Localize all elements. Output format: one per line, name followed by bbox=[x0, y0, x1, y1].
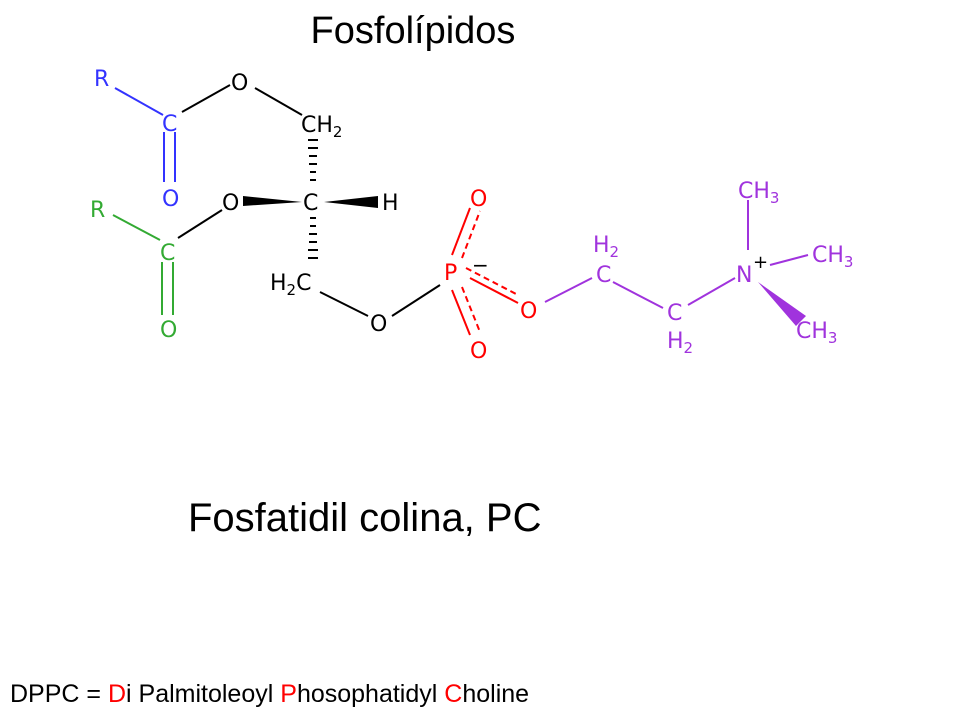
acyl-chain-1 bbox=[114, 87, 176, 182]
bond-c2-o-ester bbox=[177, 209, 223, 239]
atom-ch2-top: CH2 bbox=[301, 113, 342, 141]
bond-o-ch2 bbox=[254, 87, 303, 116]
atom-h2-chol1: H2 bbox=[593, 233, 619, 261]
atom-o2-double: O bbox=[160, 318, 177, 343]
hashed-bond-ch2-c bbox=[308, 139, 318, 181]
atom-c-chol2: C bbox=[667, 301, 682, 326]
atom-o-p-bottom: O bbox=[470, 339, 487, 364]
page-title: Fosfolípidos bbox=[310, 10, 516, 52]
footer-d-letter: D bbox=[107, 680, 127, 708]
bond-o-p bbox=[391, 284, 441, 317]
atom-n: N bbox=[736, 263, 752, 288]
atom-ch3-top: CH3 bbox=[738, 179, 779, 207]
dppc-definition: DPPC = Di Palmitoleoyl Phosophatidyl Cho… bbox=[10, 680, 529, 709]
atom-o2-ester: O bbox=[222, 191, 239, 216]
atom-o-p-top: O bbox=[470, 187, 487, 212]
atom-o-glycerol: O bbox=[370, 312, 387, 337]
atom-r2: R bbox=[90, 198, 105, 223]
atom-o1-double: O bbox=[162, 187, 179, 212]
footer-d-rest: i Palmitoleoyl bbox=[126, 680, 281, 708]
footer-prefix: DPPC = bbox=[10, 680, 108, 708]
atom-o1-ester: O bbox=[231, 71, 248, 96]
acyl-chain-2 bbox=[112, 214, 174, 315]
atom-ch3-bottom: CH3 bbox=[796, 319, 837, 347]
bond-h2c-o bbox=[319, 291, 369, 317]
bond-r1-c1 bbox=[114, 87, 164, 116]
atom-c2: C bbox=[160, 241, 175, 266]
atom-h2c: H2C bbox=[270, 271, 311, 299]
footer-c-rest: holine bbox=[462, 680, 530, 708]
atom-c1: C bbox=[162, 112, 177, 137]
atom-p: P bbox=[444, 261, 457, 286]
atom-h: H bbox=[382, 191, 399, 216]
atom-r1: R bbox=[94, 67, 109, 92]
molecule-name: Fosfatidil colina, PC bbox=[188, 496, 542, 540]
footer-p-letter: P bbox=[280, 680, 297, 708]
atom-h2-chol2: H2 bbox=[667, 329, 693, 357]
atom-c-center: C bbox=[303, 191, 318, 216]
atom-labels: R C O O CH2 C H R C O O H2C O P − O O O … bbox=[90, 67, 853, 364]
footer-p-rest: hosophatidyl bbox=[296, 680, 445, 708]
wedge-bond-n-ch3 bbox=[758, 282, 806, 326]
bond-c1-o-ester bbox=[181, 84, 231, 113]
atom-o-p-right: O bbox=[520, 299, 537, 324]
phosphate-charge: − bbox=[472, 253, 489, 277]
wedge-bond-c-h bbox=[324, 196, 378, 208]
atom-ch3-right: CH3 bbox=[812, 243, 853, 271]
hashed-bond-c-h2c bbox=[308, 217, 318, 259]
choline-group bbox=[544, 200, 809, 309]
wedge-bond-o-c bbox=[243, 196, 302, 206]
ammonium-charge: + bbox=[753, 252, 768, 273]
bond-r2-c2 bbox=[112, 214, 161, 241]
phosphate-group bbox=[451, 207, 519, 336]
footer-c-letter: C bbox=[444, 680, 463, 708]
atom-c-chol1: C bbox=[596, 263, 611, 288]
